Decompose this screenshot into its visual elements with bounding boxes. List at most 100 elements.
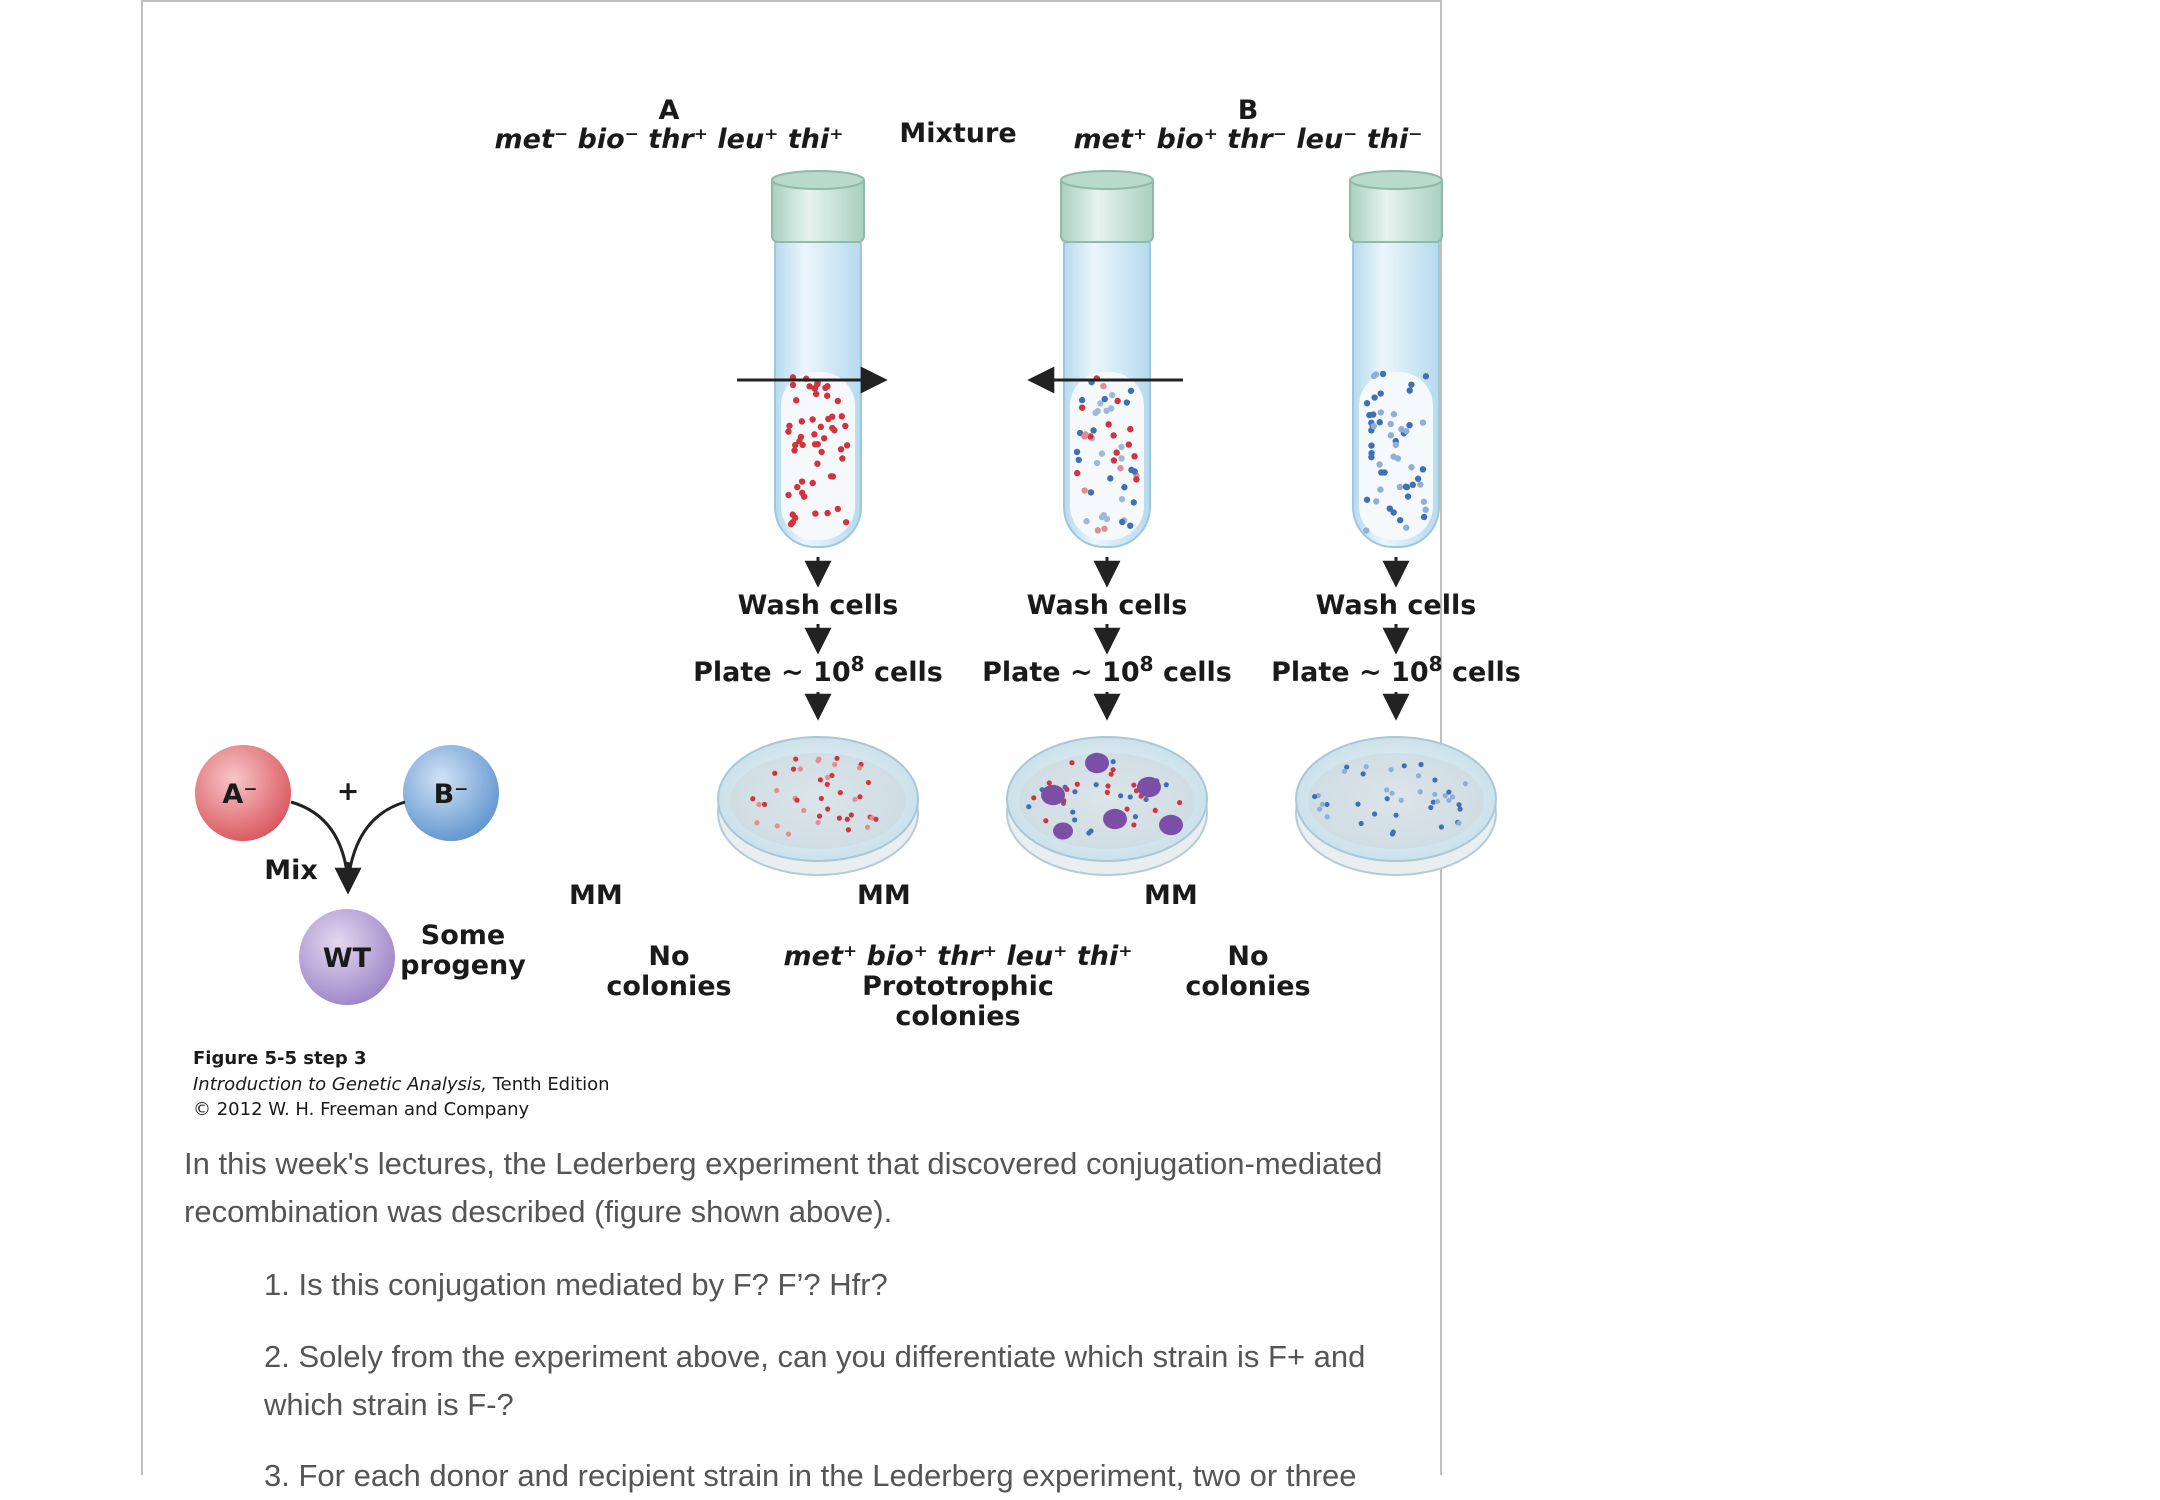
result-b-line2: colonies [1185,971,1310,1002]
plated-cell-dot [750,796,756,802]
strain-a-letter: A [659,95,680,126]
plated-cell-dot [754,820,760,826]
cell-dot [1108,391,1116,399]
plated-cell-dot [1384,787,1390,793]
cell-dot [1110,457,1118,464]
plated-cell-dot [1457,806,1463,812]
plated-cell-dot [1418,761,1424,768]
colony [1053,822,1073,840]
intro-paragraph: In this week's lectures, the Lederberg e… [184,1146,1383,1229]
cell-dot [806,383,813,390]
plated-cell-dot [1417,789,1423,795]
plated-cell-dot [844,816,850,822]
cell-dot [1370,372,1378,380]
cell-dot [1125,441,1133,448]
medium-label-mixture: MM [857,880,911,911]
plate-mixture [1006,736,1208,876]
plated-cell-dot [1446,797,1452,803]
plated-cell-dot [1031,795,1037,801]
plated-cell-dot [845,827,852,833]
wt-ball-label: WT [323,943,372,974]
figure-caption-book: Introduction to Genetic Analysis, Tenth … [193,1074,610,1095]
cell-dot [1419,419,1427,426]
cell-dot [785,491,792,499]
plated-cell-dot [1143,796,1149,803]
plated-cell-dot [869,815,875,821]
inset-diagram: A⁻ + B⁻ Mix WT Some progeny [195,745,526,1005]
plated-cell-dot [1319,801,1326,807]
plated-cell-dot [815,819,821,826]
colony [1137,776,1161,798]
cell-dot [1110,432,1117,439]
cell-dot [1117,464,1124,472]
cell-dot [1131,468,1138,475]
cell-dot [1363,496,1371,503]
cell-dot [1083,518,1090,525]
cell-dot [1386,505,1393,512]
progeny-line1: Some [421,920,505,951]
cell-dot [1087,489,1095,496]
plated-cell-dot [1401,763,1407,769]
cell-dot [814,381,821,388]
cell-dot [839,455,846,462]
plated-cell-dot [1118,793,1124,799]
cell-dot [824,509,831,517]
cell-dot [794,483,801,491]
plated-cell-dot [1072,789,1078,795]
plated-cell-dot [1389,831,1396,837]
plated-cell-dot [1393,812,1399,818]
plated-cell-dot [1324,801,1330,808]
cell-dot [1390,411,1398,418]
strain-b-letter: B [1238,95,1259,126]
plated-cell-dot [873,816,879,822]
plated-cell-dot [1088,828,1094,834]
cell-dot [1368,449,1375,457]
cell-dot [1368,442,1375,449]
plated-cell-dot [1072,817,1078,823]
cell-dot [1105,421,1112,428]
wt-ball [299,909,395,1005]
cell-dot [1369,411,1377,418]
progeny-line2: progeny [400,950,526,981]
plated-cell-dot [852,796,858,802]
colony [1041,784,1065,806]
question-3: 3. For each donor and recipient strain i… [264,1458,1357,1493]
plated-cell-dot [856,765,863,771]
cell-dot [1408,464,1415,471]
cell-dot [1075,456,1082,464]
plate-cells-label: Plate ~ 108 cells [1271,652,1521,688]
result-mixture-genotype: met⁺ bio⁺ thr⁺ leu⁺ thi⁺ [784,941,1133,972]
plated-cell-dot [1428,804,1434,811]
plated-cell-dot [824,781,830,787]
plated-cell-dot [774,823,780,829]
cell-dot [1377,486,1384,493]
content-card: A met⁻ bio⁻ thr⁺ leu⁺ thi⁺ Mixture B met… [141,0,1521,1493]
cell-dot [1396,483,1404,491]
result-mixture-line1: Prototrophic [862,971,1054,1002]
cell-dot [797,433,805,441]
plated-cell-dot [1344,764,1350,770]
plated-cell-dot [1363,764,1369,770]
cell-dot [1414,475,1422,482]
medium-label-b: MM [1144,880,1198,911]
plated-cell-dot [857,794,863,800]
plated-cell-dot [1074,781,1080,787]
cell-dot [827,473,835,480]
plated-cell-dot [785,831,792,837]
plated-cell-dot [1043,818,1049,824]
plated-cell-dot [1093,782,1099,788]
plated-cell-dot [1324,814,1330,820]
cell-dot [814,460,821,467]
strain-b-ball [403,745,499,841]
cell-dot [1098,450,1106,457]
cell-dot [1078,396,1086,404]
plated-cell-dot [1108,771,1114,777]
result-a-line2: colonies [606,971,731,1002]
cell-dot [786,422,793,429]
result-mixture-line2: colonies [895,1001,1020,1032]
plated-cell-dot [1372,811,1378,817]
cell-dot [1422,506,1429,513]
cell-dot [812,390,820,398]
cell-dot [1078,404,1086,411]
